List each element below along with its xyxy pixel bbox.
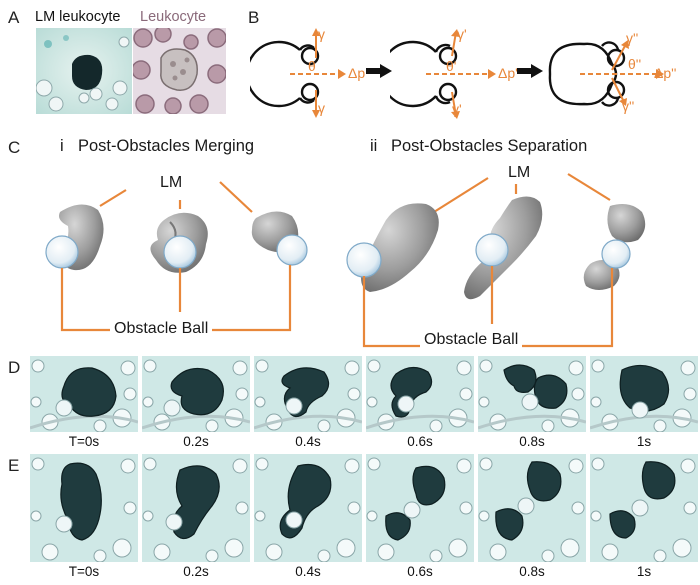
panel-c-letter: C (8, 138, 21, 157)
separation-title: Post-Obstacles Separation (391, 137, 588, 155)
panel-e-frame-4 (366, 454, 474, 562)
lm-leukocyte-photo (36, 28, 132, 114)
stage-3-diagram (540, 24, 690, 124)
panel-d-time-label: 0.2s (183, 434, 209, 449)
panel-d-time-label: 0.4s (295, 434, 321, 449)
panel-d-frame-1 (30, 356, 138, 432)
merging-obstacle-label: Obstacle Ball (110, 320, 213, 338)
stage-2-theta: θ' (446, 58, 457, 74)
merging-title: Post-Obstacles Merging (78, 137, 255, 155)
panel-d-time-label: T=0s (68, 434, 100, 449)
lm-leukocyte-label: LM leukocyte (35, 9, 121, 25)
leukocyte-photo (133, 28, 226, 114)
panel-d-time-label: 0.6s (407, 434, 433, 449)
panel-e-time-label: 0.4s (295, 564, 321, 579)
stage-2-diagram (390, 24, 520, 124)
panel-e-letter: E (8, 456, 20, 475)
stage-2-delta-p: Δp' (498, 65, 518, 81)
leukocyte-label: Leukocyte (140, 9, 207, 25)
panel-d-frame-4 (366, 356, 474, 432)
panel-b-letter: B (248, 8, 260, 27)
panel-e-frame-6 (590, 454, 698, 562)
panel-e-time-label: T=0s (68, 564, 100, 579)
stage-2-gamma-top: γ' (457, 26, 467, 42)
stage-3-theta: θ'' (628, 56, 642, 72)
stage-arrow-1 (366, 64, 392, 78)
stage-1-delta-p: Δp (348, 65, 366, 81)
panel-e-time-label: 0.8s (519, 564, 545, 579)
panel-d-frame-5 (478, 356, 586, 432)
stage-1-gamma-top: γ (318, 26, 325, 42)
stage-1-gamma-bottom: γ (318, 100, 325, 116)
panel-e-time-label: 0.6s (407, 564, 433, 579)
merging-illustration (30, 160, 330, 340)
stage-1-theta: θ (308, 58, 316, 74)
panel-e-frame-1 (30, 454, 138, 562)
panel-d-frame-3 (254, 356, 362, 432)
separation-lm-label: LM (508, 164, 531, 181)
panel-e-time-label: 0.2s (183, 564, 209, 579)
separation-illustration (340, 160, 690, 355)
merging-lm-label: LM (160, 174, 183, 191)
stage-2-gamma-bottom: γ' (452, 101, 462, 117)
stage-3-delta-p: Δp'' (654, 65, 677, 81)
stage-arrow-2 (517, 64, 543, 78)
panel-e-frame-3 (254, 454, 362, 562)
panel-d-letter: D (8, 358, 21, 377)
stage-3-gamma-top: γ'' (626, 30, 639, 46)
stage-1-diagram (250, 24, 380, 124)
panel-d-time-label: 0.8s (519, 434, 545, 449)
panel-e-frame-5 (478, 454, 586, 562)
panel-e-time-label: 1s (636, 564, 652, 579)
panel-d-frame-6 (590, 356, 698, 432)
merging-numeral: i (60, 137, 64, 155)
panel-e-frame-2 (142, 454, 250, 562)
separation-obstacle-label: Obstacle Ball (420, 331, 523, 349)
panel-d-frame-2 (142, 356, 250, 432)
separation-numeral: ii (370, 137, 378, 155)
stage-3-gamma-bottom: γ'' (622, 98, 635, 114)
panel-d-time-label: 1s (636, 434, 652, 449)
panel-a-letter: A (8, 8, 20, 27)
